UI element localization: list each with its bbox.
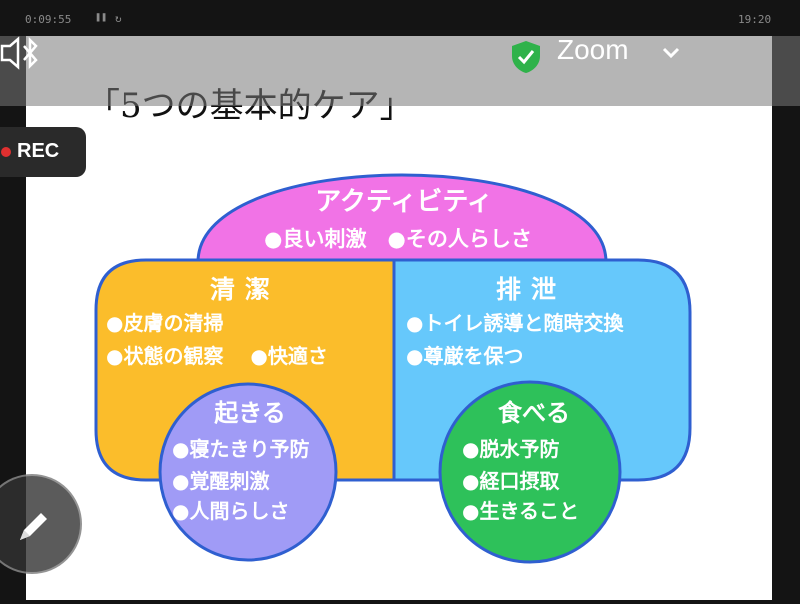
annotate-button[interactable] [0,474,82,574]
recording-label: REC [17,140,60,162]
waking-section [158,382,338,562]
shared-slide: 「5つの基本的ケア」 アクティビティ ●良い刺激 ●その人らしさ 清潔 ●皮膚の… [26,36,772,600]
excretion-heading: 排泄 [496,275,566,304]
recording-badge[interactable]: REC [0,127,86,177]
cleanliness-line-2: ●状態の観察 ●快適さ [106,344,328,368]
excretion-line-2: ●尊厳を保つ [406,344,523,368]
care-diagram: アクティビティ ●良い刺激 ●その人らしさ 清潔 ●皮膚の清掃 ●状態の観察 ●… [94,173,692,564]
activity-section [196,173,608,264]
cleanliness-line-1: ●皮膚の清掃 [106,311,223,335]
chevron-down-icon[interactable] [660,42,682,68]
waking-line-3: ●人間らしさ [172,499,289,523]
meeting-top-bar: Zoom [0,34,800,106]
speaker-bluetooth-icon [0,36,38,70]
pencil-icon [20,513,47,540]
cleanliness-heading: 清潔 [210,275,280,304]
eating-line-2: ●経口摂取 [462,469,559,493]
rotate-icon: ↻ [115,12,122,25]
audio-bluetooth-button[interactable] [0,36,42,76]
excretion-line-1: ●トイレ誘導と随時交換 [406,311,624,335]
record-dot-icon [1,147,11,157]
activity-heading: アクティビティ [315,187,493,217]
eating-section [438,380,622,564]
waking-heading: 起きる [213,399,286,427]
eating-heading: 食べる [498,399,570,427]
eating-line-3: ●生きること [462,499,579,523]
eating-line-1: ●脱水予防 [462,437,559,461]
status-bar: 0:09:55 ❚❚ ↻ 19:20 [0,0,800,36]
activity-line-1: ●良い刺激 ●その人らしさ [264,227,532,251]
pause-icon: ❚❚ [95,12,108,23]
waking-line-2: ●覚醒刺激 [172,469,269,493]
meeting-app-label[interactable]: Zoom [557,34,629,65]
elapsed-time: 0:09:55 [25,13,72,26]
clock-time: 19:20 [738,13,772,26]
waking-line-1: ●寝たきり予防 [172,437,309,461]
security-shield-icon[interactable] [510,40,542,78]
